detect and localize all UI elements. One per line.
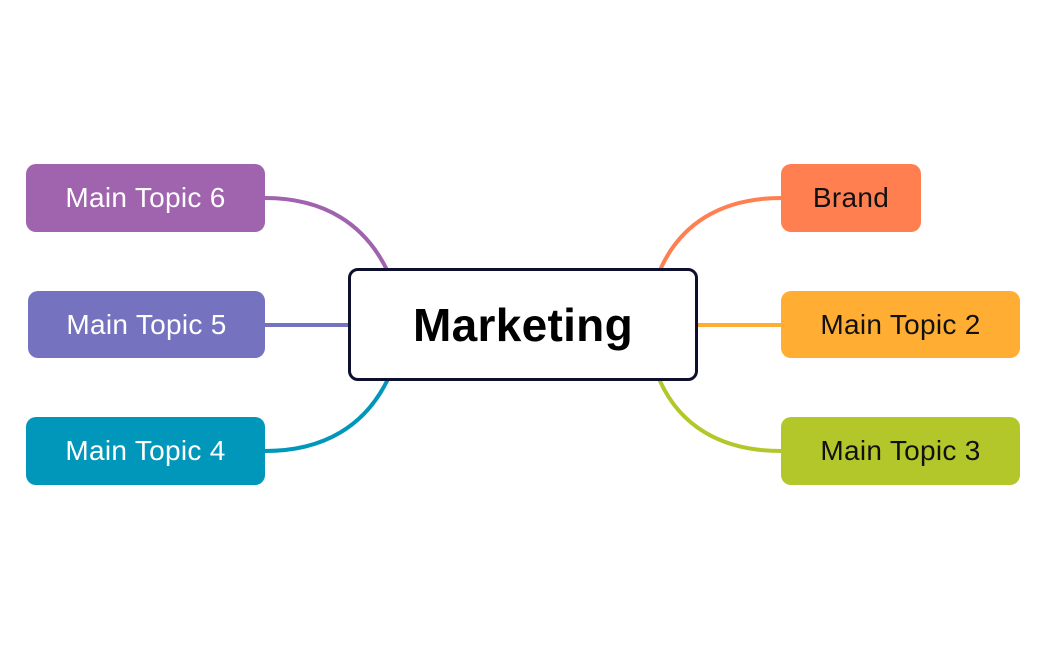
connector-topic6 [263, 196, 389, 272]
connector-brand [658, 196, 783, 272]
topic-label-main-topic-2: Main Topic 2 [820, 308, 981, 340]
central-topic-marketing[interactable]: Marketing [348, 268, 698, 381]
connector-topic3 [658, 379, 783, 453]
topic-node-main-topic-4[interactable]: Main Topic 4 [26, 417, 265, 485]
topic-label-main-topic-5: Main Topic 5 [66, 308, 227, 340]
topic-label-brand: Brand [812, 182, 890, 213]
topic-node-main-topic-5[interactable]: Main Topic 5 [28, 291, 265, 358]
central-topic-label: Marketing [413, 298, 633, 351]
topic-node-main-topic-6[interactable]: Main Topic 6 [26, 164, 265, 232]
topic-label-main-topic-4: Main Topic 4 [65, 435, 226, 466]
topic-label-main-topic-3: Main Topic 3 [820, 435, 981, 466]
topic-node-main-topic-2[interactable]: Main Topic 2 [781, 291, 1020, 358]
topic-label-main-topic-6: Main Topic 6 [65, 182, 226, 213]
topic-node-main-topic-3[interactable]: Main Topic 3 [781, 417, 1020, 485]
topic-node-brand[interactable]: Brand [781, 164, 921, 232]
connector-topic4 [263, 379, 389, 453]
